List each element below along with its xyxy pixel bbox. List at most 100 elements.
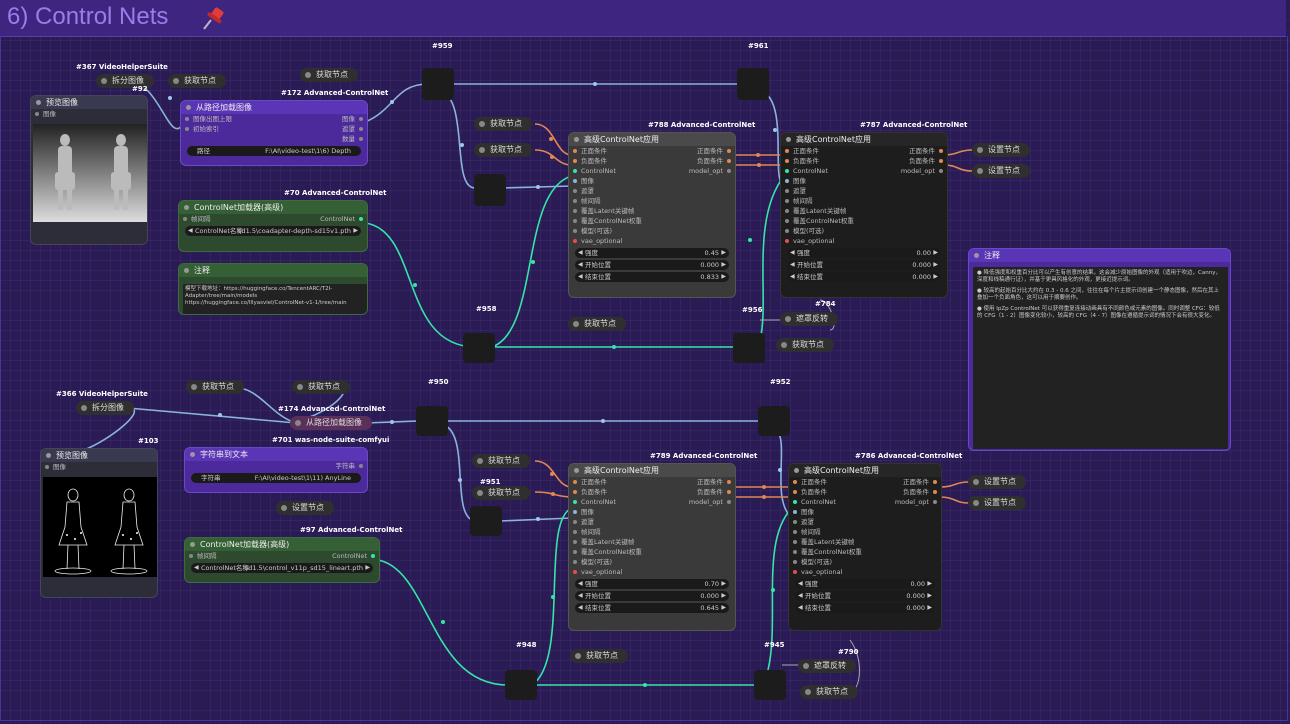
get-node[interactable]: 获取节点	[776, 338, 834, 352]
input-slot: 图像	[31, 109, 147, 119]
advanced-controlnet-apply-node[interactable]: 高级ControlNet应用 正面条件正面条件 负面条件负面条件 Control…	[780, 132, 948, 298]
reroute-id: #952	[770, 378, 791, 386]
node-id-tag: #366 VideoHelperSuite	[56, 390, 148, 398]
get-node[interactable]: 获取节点	[570, 649, 628, 663]
reroute-node[interactable]	[463, 333, 495, 363]
get-node[interactable]: 获取节点	[472, 486, 530, 500]
reroute-id: #948	[516, 641, 537, 649]
preview-image-node[interactable]: 预览图像 图像	[40, 448, 158, 598]
split-image-node[interactable]: 拆分图像	[76, 401, 134, 415]
get-node[interactable]: 获取节点	[568, 317, 626, 331]
get-node[interactable]: 获取节点	[800, 685, 858, 699]
reroute-node[interactable]	[505, 670, 537, 700]
reroute-id: #958	[476, 305, 497, 313]
group-title: 6) Control Nets	[7, 3, 169, 30]
node-id-tag: #784	[815, 300, 836, 308]
node-title: 预览图像	[31, 96, 147, 109]
node-id-tag: #789 Advanced-ControlNet	[650, 452, 758, 460]
preview-image-node[interactable]: 预览图像 图像	[30, 95, 148, 245]
node-id-tag: #174 Advanced-ControlNet	[278, 405, 386, 413]
reroute-id: #961	[748, 42, 769, 50]
node-title: 从路径加载图像	[181, 101, 367, 114]
get-node[interactable]: 获取节点	[300, 68, 358, 82]
node-id-tag: #70 Advanced-ControlNet	[284, 189, 387, 197]
node-id-tag: #367 VideoHelperSuite	[76, 63, 168, 71]
split-image-node[interactable]: 拆分图像	[96, 74, 154, 88]
depth-preview-image	[33, 124, 147, 222]
node-id-tag: #103	[138, 437, 159, 445]
get-node[interactable]: 获取节点	[474, 143, 532, 157]
mask-invert-node[interactable]: 遮罩反转	[798, 659, 856, 673]
node-title: ControlNet加载器(高级)	[179, 201, 367, 214]
input-slot: 图像	[41, 462, 157, 472]
note-text[interactable]: ● 降低强度和权重百分比可以产生有创意的结果，这会减少原始图像的外观（适用于吹边…	[973, 267, 1228, 449]
node-id-tag: #701 was-node-suite-comfyui	[272, 436, 390, 444]
note-node[interactable]: 注释 模型下载地址：https://huggingface.co/Tencent…	[178, 263, 368, 315]
get-node[interactable]: 获取节点	[186, 380, 244, 394]
reroute-node[interactable]	[737, 68, 769, 100]
set-node[interactable]: 设置节点	[276, 501, 334, 515]
advanced-controlnet-apply-node[interactable]: 高级ControlNet应用 正面条件正面条件 负面条件负面条件 Control…	[788, 463, 942, 631]
node-title: 高级ControlNet应用	[789, 464, 941, 477]
set-node[interactable]: 设置节点	[972, 143, 1030, 157]
right-note-node[interactable]: 注释 ● 降低强度和权重百分比可以产生有创意的结果，这会减少原始图像的外观（适用…	[968, 248, 1231, 451]
mask-invert-node[interactable]: 遮罩反转	[780, 312, 838, 326]
reroute-node[interactable]	[416, 406, 448, 436]
node-id-tag: #787 Advanced-ControlNet	[860, 121, 968, 129]
set-node[interactable]: 设置节点	[972, 164, 1030, 178]
node-id-tag: #172 Advanced-ControlNet	[281, 89, 389, 97]
node-title: 注释	[179, 264, 367, 277]
reroute-node[interactable]	[754, 670, 786, 700]
group-header[interactable]: 6) Control Nets	[0, 0, 1286, 37]
get-node[interactable]: 获取节点	[292, 380, 350, 394]
lineart-preview-image	[43, 477, 157, 577]
reroute-node[interactable]	[470, 506, 502, 536]
node-id-tag: #788 Advanced-ControlNet	[648, 121, 756, 129]
note-text[interactable]: 模型下载地址：https://huggingface.co/TencentARC…	[183, 284, 367, 314]
load-images-from-path-node-collapsed[interactable]: 从路径加载图像	[290, 416, 372, 430]
node-id-tag: #786 Advanced-ControlNet	[855, 452, 963, 460]
reroute-node[interactable]	[422, 68, 454, 100]
reroute-node[interactable]	[733, 333, 765, 363]
node-id-tag: #92	[132, 85, 148, 93]
set-node[interactable]: 设置节点	[968, 496, 1026, 510]
reroute-id: #956	[742, 306, 763, 314]
node-title: 高级ControlNet应用	[569, 133, 735, 146]
get-node[interactable]: 获取节点	[472, 454, 530, 468]
set-node[interactable]: 设置节点	[968, 475, 1026, 489]
reroute-id: #959	[432, 42, 453, 50]
pushpin-icon	[203, 7, 224, 30]
get-node[interactable]: 获取节点	[168, 74, 226, 88]
node-title: ControlNet加载器(高级)	[185, 538, 379, 551]
reroute-id: #950	[428, 378, 449, 386]
node-id-tag: #790	[838, 648, 859, 656]
reroute-node[interactable]	[758, 406, 790, 436]
get-node[interactable]: 获取节点	[474, 117, 532, 131]
reroute-id: #945	[764, 641, 785, 649]
advanced-controlnet-apply-node[interactable]: 高级ControlNet应用 正面条件正面条件 负面条件负面条件 Control…	[568, 132, 736, 298]
advanced-controlnet-apply-node[interactable]: 高级ControlNet应用 正面条件正面条件 负面条件负面条件 Control…	[568, 463, 736, 631]
node-title: 高级ControlNet应用	[569, 464, 735, 477]
reroute-node[interactable]	[474, 174, 506, 206]
node-title: 字符串到文本	[185, 448, 367, 461]
